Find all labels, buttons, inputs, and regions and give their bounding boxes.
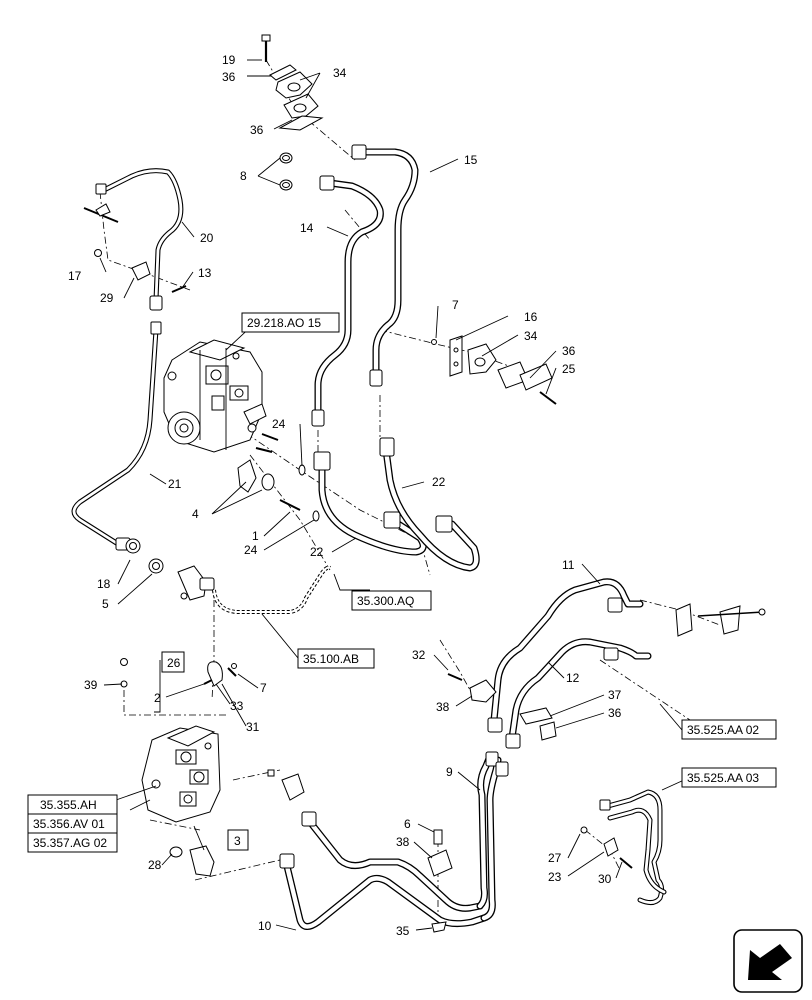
callout-5: 5 (102, 597, 109, 611)
bracket-assembly-center (120, 658, 237, 688)
callout-7: 7 (260, 681, 267, 695)
ref-label: 35.300.AQ (357, 594, 414, 608)
callout-18: 18 (97, 577, 111, 591)
callout-27: 27 (548, 851, 562, 865)
ref-35-355-AH[interactable]: 35.355.AH (27, 794, 118, 815)
tube-9 (476, 751, 509, 922)
callout-19: 19 (222, 53, 236, 67)
phantom-tube-35300 (212, 565, 331, 614)
tube-11 (487, 578, 644, 733)
callout-31: 31 (246, 720, 260, 734)
boxed-callout-3: 3 (227, 829, 249, 851)
ref-label: 35.525.AA 02 (687, 723, 759, 737)
callout-7: 7 (452, 298, 459, 312)
callout-24: 24 (244, 543, 258, 557)
callout-26: 26 (167, 656, 181, 670)
callout-22: 22 (310, 545, 324, 559)
callout-12: 12 (566, 671, 580, 685)
callout-21: 21 (168, 477, 182, 491)
ref-29-218-AO-15[interactable]: 29.218.AO 15 (241, 312, 340, 333)
hose-22-b (379, 437, 480, 572)
clamp-6-38-35 (427, 829, 453, 933)
callout-36: 36 (608, 706, 622, 720)
pump-fittings (237, 433, 320, 522)
leader-lines (99, 59, 685, 931)
callout-20: 20 (200, 231, 214, 245)
callout-23: 23 (548, 870, 562, 884)
callout-37: 37 (608, 688, 622, 702)
callout-numbers: 19 36 34 36 8 15 14 20 17 13 29 7 16 34 … (68, 53, 622, 938)
hose-14 (311, 175, 384, 427)
callout-10: 10 (258, 919, 272, 933)
ref-label: 35.525.AA 03 (687, 771, 759, 785)
elbow-fitting (177, 565, 215, 601)
ref-label: 35.357.AG 02 (33, 836, 107, 850)
callout-36: 36 (562, 344, 576, 358)
ref-35-525-AA-02[interactable]: 35.525.AA 02 (681, 719, 777, 740)
callout-29: 29 (100, 291, 114, 305)
callout-39: 39 (84, 678, 98, 692)
callout-11: 11 (562, 558, 575, 572)
ref-35-356-AV-01[interactable]: 35.356.AV 01 (27, 813, 118, 834)
ref-label: 35.100.AB (303, 652, 359, 666)
callout-4: 4 (192, 507, 199, 521)
callout-28: 28 (148, 858, 162, 872)
callout-36: 36 (250, 123, 264, 137)
hose-10 (279, 811, 488, 930)
hydraulic-pump (163, 339, 267, 453)
clamp-38-32 (447, 673, 497, 703)
callout-14: 14 (300, 221, 314, 235)
callout-32: 32 (412, 648, 426, 662)
callout-16: 16 (524, 310, 538, 324)
callout-3: 3 (234, 834, 241, 848)
right-fitting-group (675, 603, 766, 637)
callout-17: 17 (68, 269, 82, 283)
callout-34: 34 (333, 66, 347, 80)
callout-15: 15 (464, 153, 478, 167)
callout-36: 36 (222, 70, 236, 84)
hose-22-a (313, 451, 427, 556)
top-clamp-assembly (261, 34, 324, 191)
callout-2: 2 (154, 691, 161, 705)
valve-fittings (169, 769, 305, 877)
hose-15 (351, 144, 419, 387)
ref-35-100-AB[interactable]: 35.100.AB (297, 648, 375, 669)
callout-25: 25 (562, 362, 576, 376)
ref-label: 35.356.AV 01 (33, 817, 105, 831)
callout-9: 9 (446, 765, 453, 779)
callout-38: 38 (396, 835, 410, 849)
callout-24: 24 (272, 417, 286, 431)
callout-1: 1 (252, 529, 259, 543)
callout-35: 35 (396, 924, 410, 938)
callout-22: 22 (432, 475, 446, 489)
callout-38: 38 (436, 700, 450, 714)
front-direction-arrow-icon (733, 929, 803, 993)
ref-35-357-AG-02[interactable]: 35.357.AG 02 (27, 832, 118, 853)
tube-12 (505, 638, 652, 749)
bracket-37-36 (519, 707, 557, 741)
tube-21 (71, 321, 162, 551)
callout-34: 34 (524, 329, 538, 343)
ref-label: 29.218.AO 15 (247, 316, 321, 330)
ref-35-300-AQ[interactable]: 35.300.AQ (351, 590, 432, 611)
callout-13: 13 (198, 266, 212, 280)
boxed-callout-26: 26 (161, 651, 185, 673)
callout-30: 30 (598, 872, 612, 886)
control-valve (141, 725, 221, 823)
callout-8: 8 (240, 169, 247, 183)
small-tube-right (580, 789, 667, 906)
callout-33: 33 (230, 699, 244, 713)
ref-label: 35.355.AH (40, 798, 97, 812)
tube-20 (95, 168, 184, 311)
callout-6: 6 (404, 817, 411, 831)
ref-35-525-AA-03[interactable]: 35.525.AA 03 (681, 767, 777, 788)
small-clamp-parts-left (83, 203, 187, 574)
